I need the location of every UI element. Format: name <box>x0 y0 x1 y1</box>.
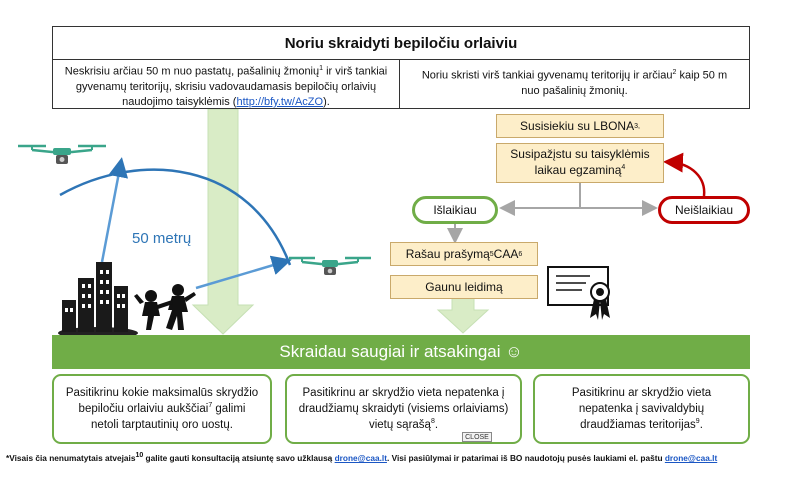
drone-icon <box>289 256 371 275</box>
email-link[interactable]: drone@caa.lt <box>664 452 718 463</box>
option-near-people: Neskrisiu arčiau 50 m nuo pastatų, pašal… <box>52 59 400 109</box>
option-near-people-text: ir virš tankiai gyvenamų teritorijų, skr… <box>75 65 388 108</box>
info-card-airport: Pasitikrinu kokie maksimalūs skrydžio be… <box>52 374 272 444</box>
certificate-icon <box>547 266 610 320</box>
distance-label: 50 metrų <box>132 230 192 247</box>
footnote-text: . Visi pasiūlymai ir patarimai iš BO nau… <box>386 452 665 463</box>
close-button[interactable]: CLOSE <box>462 432 492 442</box>
card-text: Pasitikrinu ar skrydžio vieta nepatenka … <box>298 386 509 432</box>
step-take-exam: Susipažįstu su taisyklėmis laikau egzami… <box>496 143 664 183</box>
footnote-ref: 3, <box>634 122 640 130</box>
retry-arrow <box>663 152 706 197</box>
page-title: Noriu skraidyti bepiločiu orlaiviu <box>52 26 750 60</box>
card-text: Pasitikrinu kokie maksimalūs skrydžio be… <box>65 386 259 415</box>
rules-link[interactable]: http://bfy.tw/AcZO <box>236 96 324 108</box>
down-arrow-left <box>191 108 255 335</box>
footnote-ref: 10 <box>135 452 144 459</box>
footnote-ref: 4 <box>621 164 626 171</box>
footnote-text: *Visais čia nenumatytais atvejais <box>6 452 136 463</box>
option-near-people-text: ). <box>323 96 330 108</box>
footnote-ref: 8 <box>430 418 435 426</box>
footnote-ref: 1 <box>319 65 324 72</box>
footnote-ref: 5 <box>489 250 494 258</box>
card-text: . <box>434 419 439 432</box>
card-text: galimi netoli tarptautinių oro uostų. <box>91 402 246 432</box>
step-label: Rašau prašymą <box>405 247 490 261</box>
footnote-text: galite gauti konsultaciją atsiuntę savo … <box>143 452 335 463</box>
footnote: *Visais čia nenumatytais atvejais10 gali… <box>6 452 796 463</box>
footnote-ref: 9 <box>695 418 700 426</box>
step-label: Susisiekiu su LBONA <box>520 119 635 133</box>
info-card-municipal-zones: Pasitikrinu ar skrydžio vieta nepatenka … <box>533 374 750 444</box>
footnote-ref: 7 <box>208 402 213 409</box>
option-near-people-text: Neskrisiu arčiau 50 m nuo pastatų, pašal… <box>64 65 320 78</box>
step-label: laikau egzaminą <box>534 163 622 177</box>
option-over-populated-text: kaip 50 m nuo pašalinių žmonių. <box>521 69 728 97</box>
footnote-ref: 2 <box>672 69 677 76</box>
city-buildings-icon <box>58 262 138 339</box>
drone-icon <box>18 144 106 164</box>
card-text: . <box>699 419 703 432</box>
failed-badge: Neišlaikiau <box>658 196 750 224</box>
passed-badge: Išlaikiau <box>412 196 498 224</box>
radius-arc <box>59 168 292 266</box>
children-playing-icon <box>134 284 196 330</box>
result-banner: Skraidau saugiai ir atsakingai ☺ <box>52 335 750 369</box>
footnote-ref: 6 <box>518 250 523 258</box>
down-arrow-right <box>436 297 490 334</box>
step-get-permit: Gaunu leidimą <box>390 275 538 299</box>
card-text: Pasitikrinu ar skrydžio vieta nepatenka … <box>571 386 712 432</box>
step-label: CAA <box>493 247 519 261</box>
option-over-populated: Noriu skristi virš tankiai gyvenamų teri… <box>399 59 750 109</box>
option-over-populated-text: Noriu skristi virš tankiai gyvenamų teri… <box>421 69 673 82</box>
email-link[interactable]: drone@caa.lt <box>334 452 387 463</box>
step-label: Susipažįstu su taisyklėmis <box>510 147 650 162</box>
